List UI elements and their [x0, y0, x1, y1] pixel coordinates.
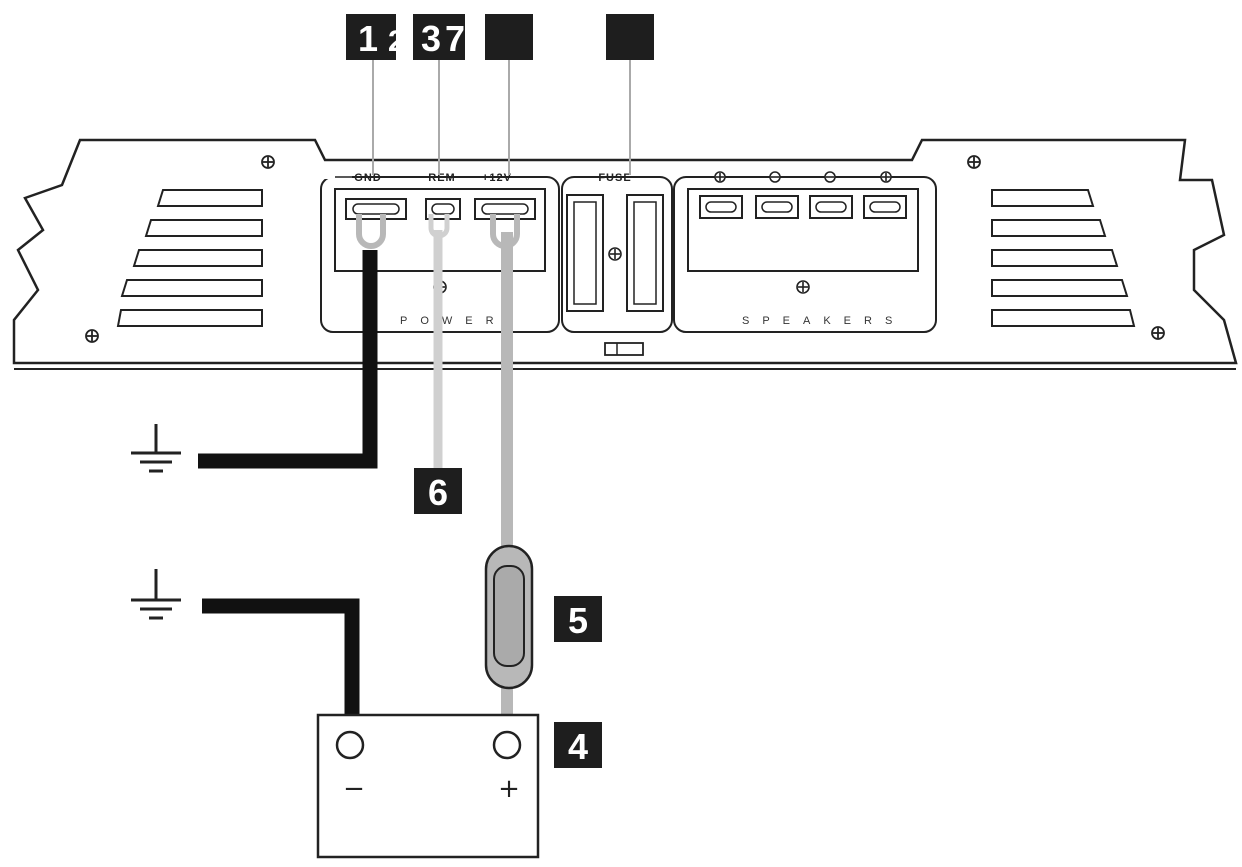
- inline-fuse-holder: [484, 544, 534, 690]
- callout-badge: 3 7: [413, 14, 465, 60]
- ground-symbol-icon: [131, 569, 181, 620]
- battery-negative-terminal: [335, 730, 365, 760]
- callout-badge: 4: [554, 722, 602, 768]
- callout-leader-lines: [372, 58, 631, 175]
- callout-4: 4: [568, 726, 588, 767]
- battery-positive-terminal: [492, 730, 522, 760]
- ring-terminal: [356, 214, 520, 249]
- callout-badge: 6: [414, 468, 462, 514]
- battery-plus-label: +: [498, 774, 520, 804]
- battery: [316, 713, 540, 859]
- callout-badge: 5: [554, 596, 602, 642]
- callout-badge-blank: [485, 14, 533, 60]
- terminal-label-gnd: GND: [354, 172, 381, 184]
- callout-badge: 2: [386, 14, 405, 60]
- ground-symbol-icon: [131, 424, 181, 473]
- terminal-label-fuse: FUSE: [598, 172, 631, 184]
- amp-ground-wire: [198, 250, 378, 469]
- chassis-screw-icon: [85, 155, 1165, 343]
- fuse-panel: [561, 176, 673, 356]
- terminal-label-rem: REM: [428, 172, 455, 184]
- callout-1: 1: [358, 18, 378, 59]
- callout-3: 3: [421, 18, 441, 59]
- battery-ground-wire: [202, 598, 360, 742]
- callout-badge-blank: [606, 14, 654, 60]
- callout-7: 7: [445, 18, 465, 59]
- speakers-panel: [673, 171, 937, 333]
- battery-minus-label: −: [343, 774, 365, 804]
- section-label-power: POWER: [400, 315, 507, 327]
- terminal-label-12v: +12V: [482, 172, 512, 184]
- callout-5: 5: [568, 600, 588, 641]
- callout-2: 2: [388, 25, 405, 58]
- left-vent-slots: [116, 189, 263, 327]
- section-label-speakers: SPEAKERS: [742, 315, 905, 327]
- callout-6: 6: [428, 472, 448, 513]
- right-vent-slots: [991, 189, 1136, 327]
